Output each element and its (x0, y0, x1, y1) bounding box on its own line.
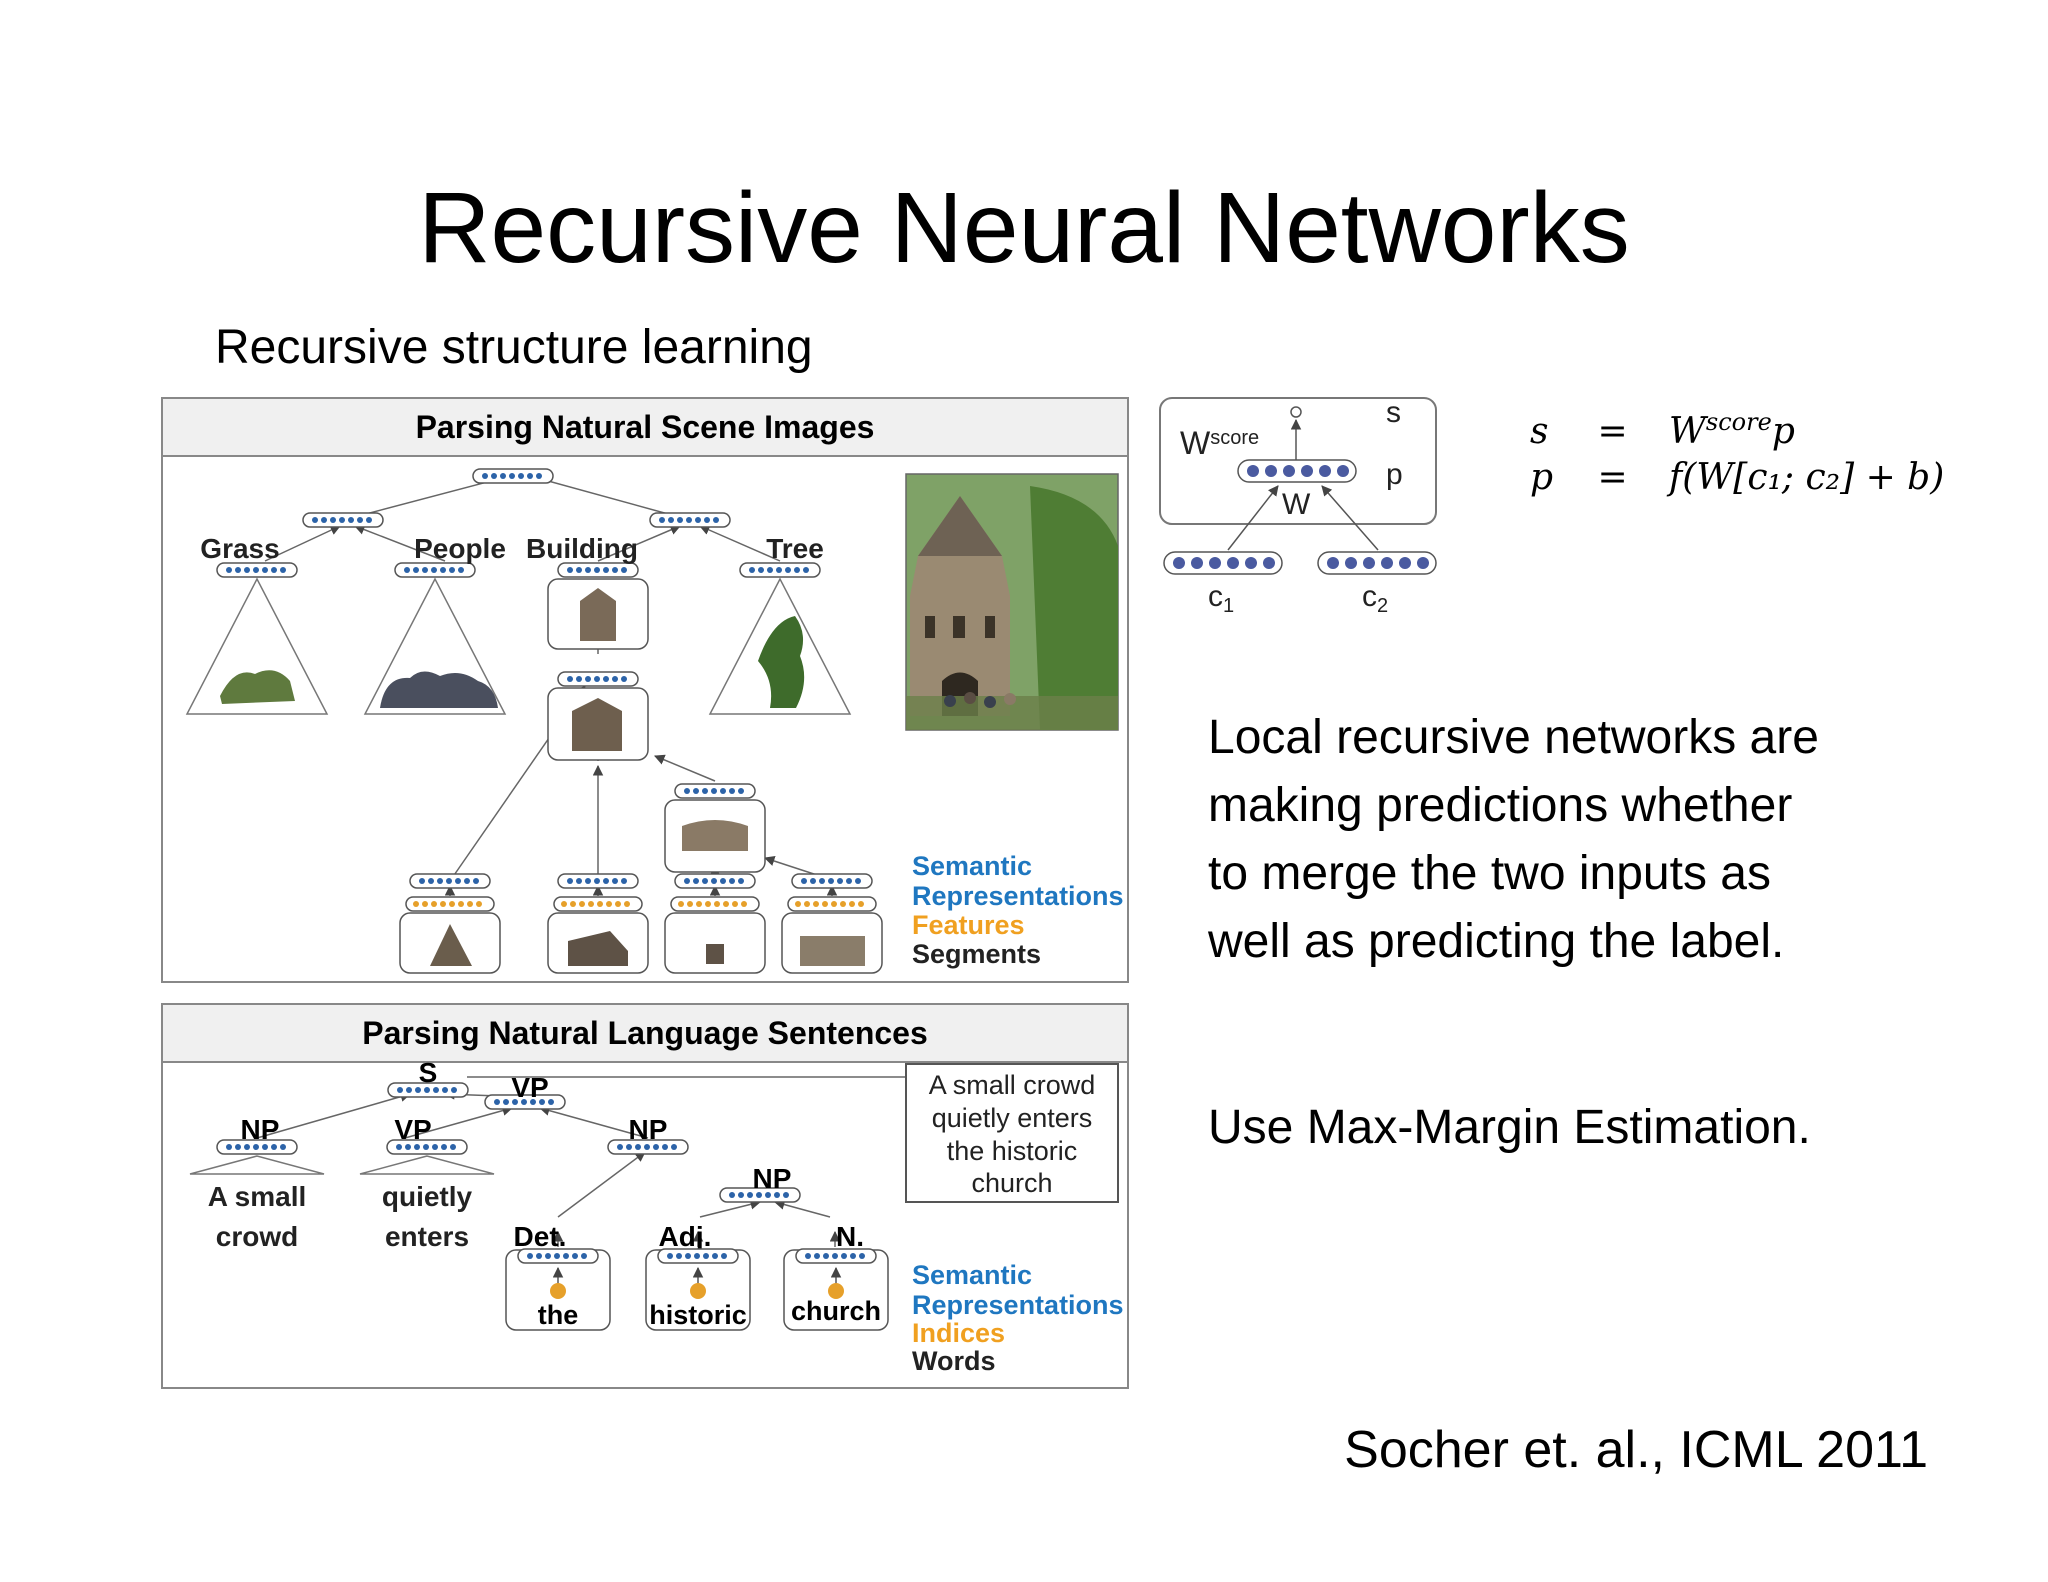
scene-legend-semantic: Semantic (912, 851, 1032, 881)
eq1-equals: = (1597, 411, 1628, 452)
word-the: the (538, 1300, 579, 1330)
sentence-box: A small crowd quietly enters the histori… (905, 1063, 1119, 1203)
network-unit-diagram: Wscore s p W c1 c2 (1159, 396, 1437, 614)
parent-node-p (1237, 459, 1357, 483)
word-box-historic: historic (645, 1248, 751, 1331)
church-photo (905, 473, 1119, 731)
phrase-vp-line1: quietly (382, 1181, 473, 1212)
language-legend-words: Words (912, 1346, 996, 1376)
tag-s: S (419, 1057, 438, 1088)
c2-label: c2 (1362, 580, 1388, 614)
tag-n: N. (836, 1221, 864, 1252)
scene-label-people: People (414, 533, 506, 564)
tag-vp-top: VP (511, 1072, 548, 1103)
word-historic: historic (649, 1300, 747, 1330)
eq2-rhs: f(W[c₁; c₂] + b) (1668, 457, 1945, 498)
scene-label-grass: Grass (200, 533, 279, 564)
language-panel-title: Parsing Natural Language Sentences (362, 1015, 928, 1051)
tag-vp: VP (394, 1114, 431, 1145)
child-node-c2 (1317, 551, 1437, 575)
tree-segment (758, 616, 805, 708)
language-legend-semantic: Semantic (912, 1260, 1032, 1290)
s-label: s (1386, 396, 1401, 429)
language-legend-representations: Representations (912, 1290, 1124, 1320)
scene-panel: Parsing Natural Scene Images (161, 397, 1129, 983)
scene-panel-title: Parsing Natural Scene Images (416, 409, 875, 445)
scene-label-tree: Tree (766, 533, 824, 564)
tag-np3: NP (753, 1163, 792, 1194)
sentence-line-2: quietly enters (932, 1103, 1093, 1133)
eq1-rhs: Wscorep (1668, 408, 1795, 452)
tag-np2: NP (629, 1114, 668, 1145)
phrase-vp-line2: enters (385, 1221, 469, 1252)
scene-label-building: Building (526, 533, 638, 564)
building-segment-rotunda (682, 820, 748, 851)
equation-line-2: p = f(W[c₁; c₂] + b) (1530, 456, 1944, 500)
people-segment (380, 671, 498, 708)
language-legend-indices: Indices (912, 1318, 1005, 1348)
w-label: W (1282, 488, 1311, 521)
scene-legend-segments: Segments (912, 939, 1041, 969)
score-output (1290, 406, 1302, 418)
description-block: Local recursive networks are making pred… (1208, 704, 1819, 976)
tag-np1: NP (241, 1114, 280, 1145)
phrase-np1-line2: crowd (216, 1221, 298, 1252)
slide-title: Recursive Neural Networks (418, 172, 1630, 284)
p-label: p (1386, 458, 1403, 491)
c1-label: c1 (1208, 580, 1234, 614)
method-text: Use Max-Margin Estimation. (1208, 1101, 1811, 1154)
building-segment-top (580, 588, 616, 641)
tag-adj: Adj. (659, 1221, 712, 1252)
equation-line-1: s = Wscorep (1530, 400, 1795, 454)
phrase-np1-line1: A small (208, 1181, 307, 1212)
child-node-c1 (1163, 551, 1283, 575)
sentence-line-3: the historic (947, 1136, 1078, 1166)
eq2-lhs: p (1530, 457, 1554, 498)
building-segment-mid (572, 698, 622, 751)
description-line-3: to merge the two inputs as (1208, 847, 1771, 900)
description-line-4: well as predicting the label. (1208, 915, 1785, 968)
word-box-the: the (505, 1248, 611, 1331)
scene-legend-features: Features (912, 910, 1025, 940)
eq2-equals: = (1597, 457, 1628, 498)
grass-segment (220, 670, 295, 704)
word-box-church: church (783, 1248, 889, 1331)
tag-det: Det. (514, 1221, 567, 1252)
eq1-lhs: s (1530, 411, 1549, 452)
description-line-1: Local recursive networks are (1208, 711, 1819, 764)
word-church: church (791, 1296, 881, 1326)
citation: Socher et. al., ICML 2011 (1344, 1421, 1928, 1479)
scene-legend-representations: Representations (912, 881, 1124, 911)
slide-subtitle: Recursive structure learning (215, 321, 813, 374)
sentence-line-1: A small crowd (929, 1070, 1096, 1100)
language-panel: Parsing Natural Language Sentences S (161, 1003, 1129, 1389)
sentence-line-4: church (971, 1168, 1052, 1198)
w-score-label: Wscore (1180, 425, 1259, 461)
description-line-2: making predictions whether (1208, 779, 1793, 832)
grass-triangle (185, 577, 329, 715)
parsing-figure: Parsing Natural Scene Images (161, 397, 1129, 1389)
